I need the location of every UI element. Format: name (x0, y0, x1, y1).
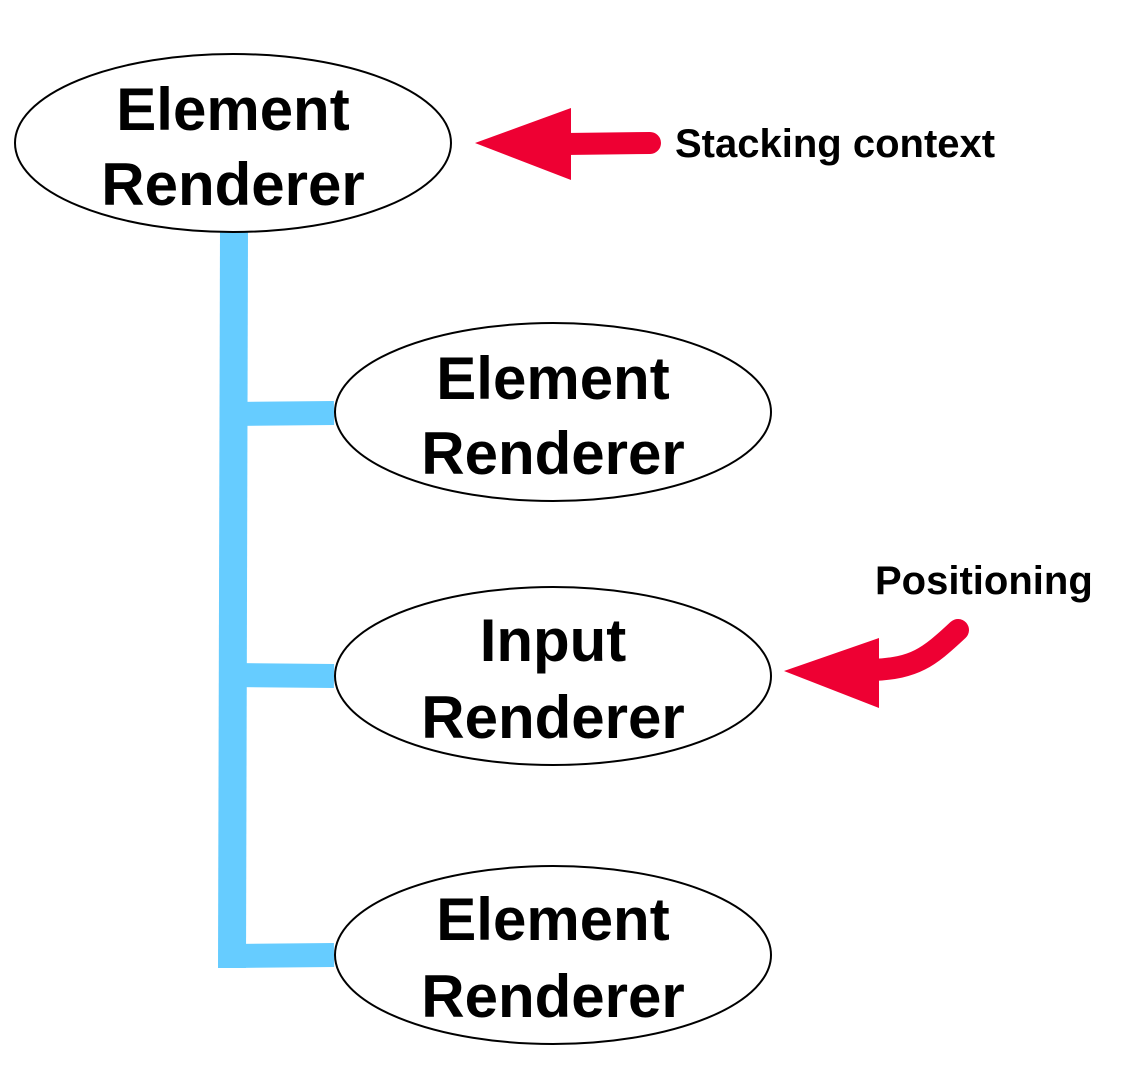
connector-branch-1 (231, 401, 335, 426)
child-node-3-line2: Renderer (421, 963, 684, 1030)
stacking-context-arrowhead (475, 108, 571, 180)
connector-branch-3 (231, 943, 335, 968)
child-node-1-ellipse (334, 322, 772, 502)
root-node-ellipse (14, 53, 452, 233)
tree-connector (218, 227, 335, 969)
child-node-3: Element Renderer (334, 865, 772, 1045)
positioning-arrow-shaft (862, 619, 969, 681)
positioning-arrowhead (784, 638, 879, 708)
child-node-1: Element Renderer (334, 322, 772, 502)
child-node-1-line1: Element (436, 345, 669, 412)
child-node-2: Input Renderer (334, 586, 772, 766)
child-node-2-ellipse (334, 586, 772, 766)
root-node-line1: Element (116, 76, 349, 143)
child-node-2-line1: Input (480, 607, 627, 674)
child-node-3-ellipse (334, 865, 772, 1045)
child-node-3-line1: Element (436, 886, 669, 953)
stacking-context-arrow-shaft (554, 132, 661, 155)
positioning-label: Positioning (875, 559, 1093, 603)
stacking-context-label: Stacking context (675, 122, 995, 166)
child-node-2-line2: Renderer (421, 684, 684, 751)
root-node: Element Renderer (14, 53, 452, 233)
child-node-1-line2: Renderer (421, 420, 684, 487)
root-node-line2: Renderer (101, 151, 364, 218)
connector-trunk (218, 227, 248, 969)
connector-branch-2 (231, 663, 335, 688)
positioning-annotation: Positioning (784, 559, 1093, 708)
stacking-context-annotation: Stacking context (475, 108, 995, 180)
